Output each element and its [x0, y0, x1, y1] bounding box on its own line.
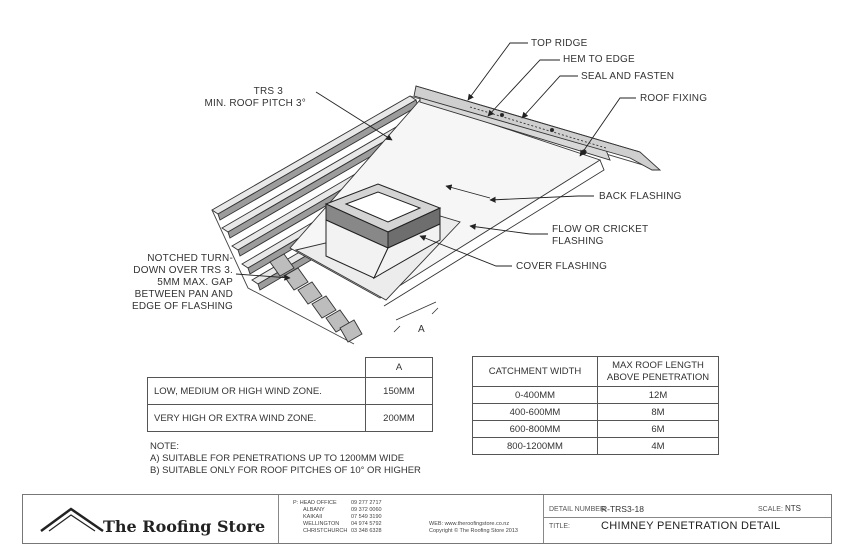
- wind-table-cell: 200MM: [365, 404, 433, 432]
- office-head: P: HEAD OFFICE: [293, 500, 337, 506]
- callout-seal-and-fasten: SEAL AND FASTEN: [581, 71, 674, 82]
- wind-table-cell: VERY HIGH OR EXTRA WIND ZONE.: [147, 404, 366, 432]
- phone-head: 09 277 2717: [351, 500, 382, 506]
- phone-albany: 09 372 0060: [351, 507, 382, 513]
- note-a: A) SUITABLE FOR PENETRATIONS UP TO 1200M…: [150, 453, 405, 464]
- catchment-cell: 800-1200MM: [472, 437, 598, 455]
- copyright: Copyright © The Roofing Store 2013: [429, 528, 518, 534]
- company-name: The Roofing Store: [103, 517, 266, 536]
- callout-trs3: TRS 3: [254, 86, 284, 97]
- catchment-cell: 600-800MM: [472, 420, 598, 438]
- catchment-cell: 6M: [597, 420, 719, 438]
- callout-notched-4: BETWEEN PAN AND: [135, 289, 233, 300]
- callout-hem-to-edge: HEM TO EDGE: [563, 54, 635, 65]
- note-b: B) SUITABLE ONLY FOR ROOF PITCHES OF 10°…: [150, 465, 421, 476]
- wind-table-header-a: A: [365, 357, 433, 378]
- callout-flow-flashing-2: FLASHING: [552, 236, 604, 247]
- scale-value: NTS: [785, 504, 801, 513]
- callout-top-ridge: TOP RIDGE: [531, 38, 588, 49]
- leader-lines: [235, 42, 636, 281]
- office-christchurch: CHRISTCHURCH: [303, 528, 348, 534]
- phone-kaikaii: 07 549 3190: [351, 514, 382, 520]
- wind-table-header-blank: [148, 358, 366, 378]
- website: WEB: www.theroofingstore.co.nz: [429, 521, 510, 527]
- callout-notched-2: DOWN OVER TRS 3.: [133, 265, 233, 276]
- wind-zone-table: A LOW, MEDIUM OR HIGH WIND ZONE. 150MM V…: [147, 357, 433, 432]
- callout-notched-3: 5MM MAX. GAP: [157, 277, 233, 288]
- callout-back-flashing: BACK FLASHING: [599, 191, 682, 202]
- phone-wellington: 04 974 5792: [351, 521, 382, 527]
- callout-notched-1: NOTCHED TURN-: [147, 253, 233, 264]
- detail-number: R-TRS3-18: [601, 504, 644, 514]
- callout-roof-fixing: ROOF FIXING: [640, 93, 707, 104]
- catchment-cell: 400-600MM: [472, 403, 598, 421]
- wind-table-cell: 150MM: [365, 377, 433, 405]
- office-albany: ALBANY: [303, 507, 325, 513]
- catchment-cell: 4M: [597, 437, 719, 455]
- wind-table-cell: LOW, MEDIUM OR HIGH WIND ZONE.: [147, 377, 366, 405]
- title-block: The Roofing Store P: HEAD OFFICE ALBANY …: [22, 494, 832, 544]
- company-logo: The Roofing Store: [37, 501, 287, 539]
- office-kaikaii: KAIKAII: [303, 514, 323, 520]
- catchment-cell: 8M: [597, 403, 719, 421]
- catchment-cell: 12M: [597, 386, 719, 404]
- office-wellington: WELLINGTON: [303, 521, 340, 527]
- callout-min-pitch: MIN. ROOF PITCH 3°: [205, 98, 307, 109]
- catchment-header-width: CATCHMENT WIDTH: [472, 356, 598, 387]
- catchment-table: CATCHMENT WIDTH MAX ROOF LENGTH ABOVE PE…: [472, 356, 719, 455]
- detail-number-label: DETAIL NUMBER:: [549, 506, 607, 513]
- title-label: TITLE:: [549, 523, 571, 530]
- roof-logo-icon: [40, 507, 104, 533]
- notes: NOTE: A) SUITABLE FOR PENETRATIONS UP TO…: [150, 441, 421, 477]
- callout-cover-flashing: COVER FLASHING: [516, 261, 607, 272]
- dimension-a-label: A: [418, 324, 425, 335]
- catchment-header-length: MAX ROOF LENGTH ABOVE PENETRATION: [597, 356, 719, 387]
- side-flashing-steps: [269, 253, 363, 343]
- callout-flow-flashing-1: FLOW OR CRICKET: [552, 224, 648, 235]
- catchment-cell: 0-400MM: [472, 386, 598, 404]
- chimney: [324, 183, 442, 280]
- phone-christchurch: 03 348 6328: [351, 528, 382, 534]
- scale-label: SCALE:: [758, 506, 783, 513]
- callout-notched-5: EDGE OF FLASHING: [132, 301, 233, 312]
- notes-heading: NOTE:: [150, 441, 180, 452]
- dimension-a: [393, 301, 439, 333]
- drawing-title: CHIMNEY PENETRATION DETAIL: [601, 520, 781, 532]
